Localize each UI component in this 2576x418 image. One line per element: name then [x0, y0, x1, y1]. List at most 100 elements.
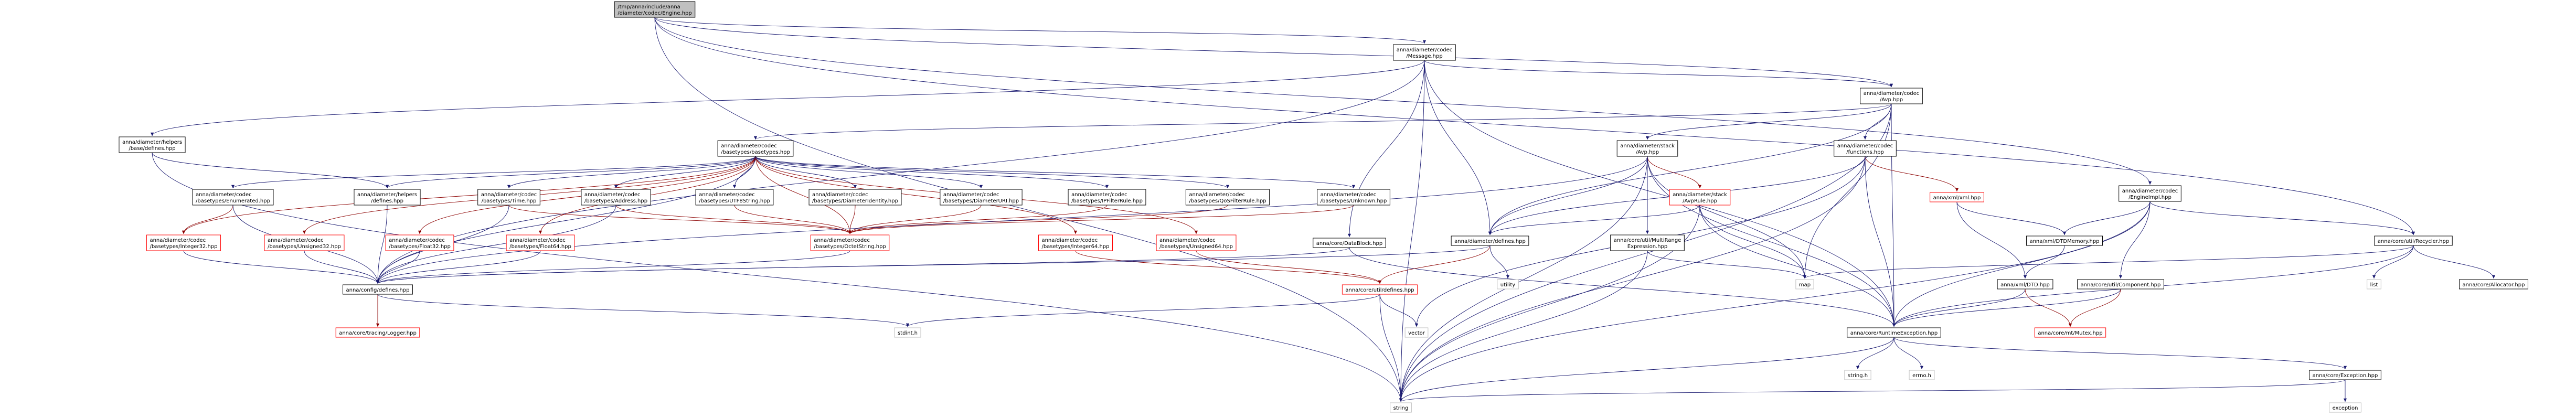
- node-box: [335, 327, 420, 338]
- node-label: utility: [1500, 282, 1516, 288]
- node-helpers-base[interactable]: anna/diameter/helpers/base/defines.hpp: [119, 136, 186, 153]
- node-ipfilter[interactable]: anna/diameter/codec/basetypes/IPFilterRu…: [1068, 189, 1146, 206]
- node-label: list: [2370, 282, 2378, 288]
- node-stack-avp[interactable]: anna/diameter/stack/Avp.hpp: [1616, 140, 1678, 157]
- node-box: [1451, 235, 1529, 246]
- edge-root-to-engineimpl: [654, 17, 2152, 185]
- node-box: [1038, 234, 1113, 251]
- node-label: /diameter/codec/Engine.hpp: [618, 10, 692, 16]
- node-qosfilter[interactable]: anna/diameter/codec/basetypes/QoSFilterR…: [1185, 189, 1270, 206]
- edge-recycler-to-list: [2372, 245, 2414, 279]
- edge-helpers-base-to-helpers-defines: [152, 152, 389, 189]
- node-unknown[interactable]: anna/diameter/codec/basetypes/Unknown.hp…: [1317, 189, 1390, 206]
- node-core-defines[interactable]: anna/core/util/defines.hpp: [1342, 284, 1418, 295]
- edge-engineimpl-to-string: [1399, 201, 2151, 402]
- node-float32[interactable]: anna/diameter/codec/basetypes/Float32.hp…: [385, 234, 454, 251]
- node-box: [1313, 238, 1386, 248]
- edge-time-to-octetstring: [508, 205, 852, 234]
- node-exception[interactable]: anna/core/Exception.hpp: [2309, 370, 2381, 380]
- node-dtdmemory[interactable]: anna/xml/DTDMemory.hpp: [2026, 235, 2103, 246]
- node-xml[interactable]: anna/xml/xml.hpp: [1930, 192, 1984, 202]
- node-label: vector: [1408, 330, 1425, 336]
- edge-core-defines-to-stdint: [906, 294, 1380, 327]
- edge-diam-defines-to-config-defines: [376, 245, 1491, 284]
- node-label: anna/xml/DTDMemory.hpp: [2029, 239, 2099, 244]
- edge-unsigned64-to-core-defines: [1196, 250, 1382, 284]
- node-dtd[interactable]: anna/xml/DTD.hpp: [1997, 279, 2053, 290]
- node-enumerated[interactable]: anna/diameter/codec/basetypes/Enumerated…: [192, 189, 274, 206]
- node-box: [477, 189, 540, 206]
- node-datablock[interactable]: anna/core/DataBlock.hpp: [1313, 238, 1386, 248]
- edge-xml-to-dtdmemory: [1956, 201, 2067, 235]
- node-utf8[interactable]: anna/diameter/codec/basetypes/UTF8String…: [695, 189, 774, 206]
- node-label: anna/config/defines.hpp: [346, 287, 410, 293]
- node-box: [1844, 370, 1871, 380]
- node-float64[interactable]: anna/diameter/codec/basetypes/Float64.hp…: [506, 234, 575, 251]
- node-config-defines[interactable]: anna/config/defines.hpp: [343, 284, 413, 295]
- node-helpers-defines[interactable]: anna/diameter/helpers/defines.hpp: [354, 189, 421, 206]
- node-box: [1390, 402, 1412, 413]
- node-avp[interactable]: anna/diameter/codec/Avp.hpp: [1860, 88, 1923, 104]
- node-label: anna/diameter/codec: [1864, 91, 1920, 97]
- node-message[interactable]: anna/diameter/codec/Message.hpp: [1393, 44, 1456, 61]
- node-root[interactable]: /tmp/anna/include/anna/diameter/codec/En…: [614, 1, 696, 18]
- edge-float64-to-config-defines: [376, 250, 541, 284]
- node-box: [2367, 279, 2381, 290]
- edge-basetypes-to-time: [507, 156, 756, 189]
- node-label: /tmp/anna/include/anna: [618, 4, 680, 10]
- edge-message-to-diam-defines: [1424, 60, 1492, 235]
- node-octetstring[interactable]: anna/diameter/codec/basetypes/OctetStrin…: [810, 234, 890, 251]
- node-mutex[interactable]: anna/core/mt/Mutex.hpp: [2034, 327, 2106, 338]
- node-label: /Avp.hpp: [1880, 97, 1903, 103]
- node-label: anna/diameter/helpers: [357, 192, 417, 198]
- node-component[interactable]: anna/core/util/Component.hpp: [2077, 279, 2164, 290]
- node-stack-rule[interactable]: anna/diameter/stack/AvpRule.hpp: [1669, 189, 1731, 206]
- node-label: exception: [2333, 405, 2358, 411]
- edge-runtimeexc-to-string: [1399, 337, 1894, 402]
- node-functions[interactable]: anna/diameter/codec/functions.hpp: [1834, 140, 1897, 157]
- edge-qosfilter-to-octetstring: [848, 205, 1228, 234]
- node-unsigned64[interactable]: anna/diameter/codec/basetypes/Unsigned64…: [1156, 234, 1237, 251]
- node-diamident[interactable]: anna/diameter/codec/basetypes/DiameterId…: [808, 189, 902, 206]
- node-runtimeexc[interactable]: anna/core/RuntimeException.hpp: [1847, 327, 1941, 338]
- node-box: [717, 140, 794, 157]
- node-label: /EngineImpl.hpp: [2128, 195, 2171, 200]
- node-recycler[interactable]: anna/core/util/Recycler.hpp: [2374, 235, 2453, 246]
- node-label: anna/diameter/codec: [150, 238, 206, 243]
- node-box: [940, 189, 1023, 206]
- node-diam-defines[interactable]: anna/diameter/defines.hpp: [1451, 235, 1529, 246]
- node-box: [1068, 189, 1146, 206]
- edge-dtd-to-mutex: [2025, 288, 2072, 327]
- node-box: [1156, 234, 1237, 251]
- node-logger[interactable]: anna/core/tracing/Logger.hpp: [335, 327, 420, 338]
- node-engineimpl[interactable]: anna/diameter/codec/EngineImpl.hpp: [2119, 185, 2181, 202]
- node-box: [1847, 327, 1941, 338]
- node-time[interactable]: anna/diameter/codec/basetypes/Time.hpp: [477, 189, 540, 206]
- node-basetypes[interactable]: anna/diameter/codec/basetypes/basetypes.…: [717, 140, 794, 157]
- node-label: anna/core/tracing/Logger.hpp: [339, 330, 417, 336]
- node-label: /basetypes/UTF8String.hpp: [699, 198, 770, 204]
- node-unsigned32[interactable]: anna/diameter/codec/basetypes/Unsigned32…: [264, 234, 345, 251]
- node-label: anna/diameter/codec: [1397, 47, 1453, 53]
- edge-datablock-to-runtimeexc: [1349, 247, 1896, 327]
- node-box: [1669, 189, 1731, 206]
- node-label: anna/diameter/codec: [1837, 143, 1893, 149]
- node-integer32[interactable]: anna/diameter/codec/basetypes/Integer32.…: [146, 234, 221, 251]
- node-allocator[interactable]: anna/core/Allocator.hpp: [2459, 279, 2528, 290]
- node-label: anna/diameter/codec: [481, 192, 537, 198]
- node-address[interactable]: anna/diameter/codec/basetypes/Address.hp…: [581, 189, 651, 206]
- edge-component-to-runtimeexc: [1892, 288, 2121, 327]
- node-box: [1795, 279, 1814, 290]
- node-box: [1342, 284, 1418, 295]
- node-label: /basetypes/Unknown.hpp: [1321, 198, 1387, 204]
- node-diamuri[interactable]: anna/diameter/codec/basetypes/DiameterUR…: [940, 189, 1023, 206]
- node-label: anna/core/RuntimeException.hpp: [1850, 330, 1938, 336]
- node-label: /basetypes/Unsigned32.hpp: [268, 244, 341, 250]
- node-label: anna/core/Allocator.hpp: [2463, 282, 2525, 288]
- node-integer64[interactable]: anna/diameter/codec/basetypes/Integer64.…: [1038, 234, 1113, 251]
- edge-recycler-to-allocator: [2413, 245, 2496, 279]
- node-label: anna/core/mt/Mutex.hpp: [2038, 330, 2102, 336]
- edge-datablock-to-config-defines: [376, 247, 1350, 284]
